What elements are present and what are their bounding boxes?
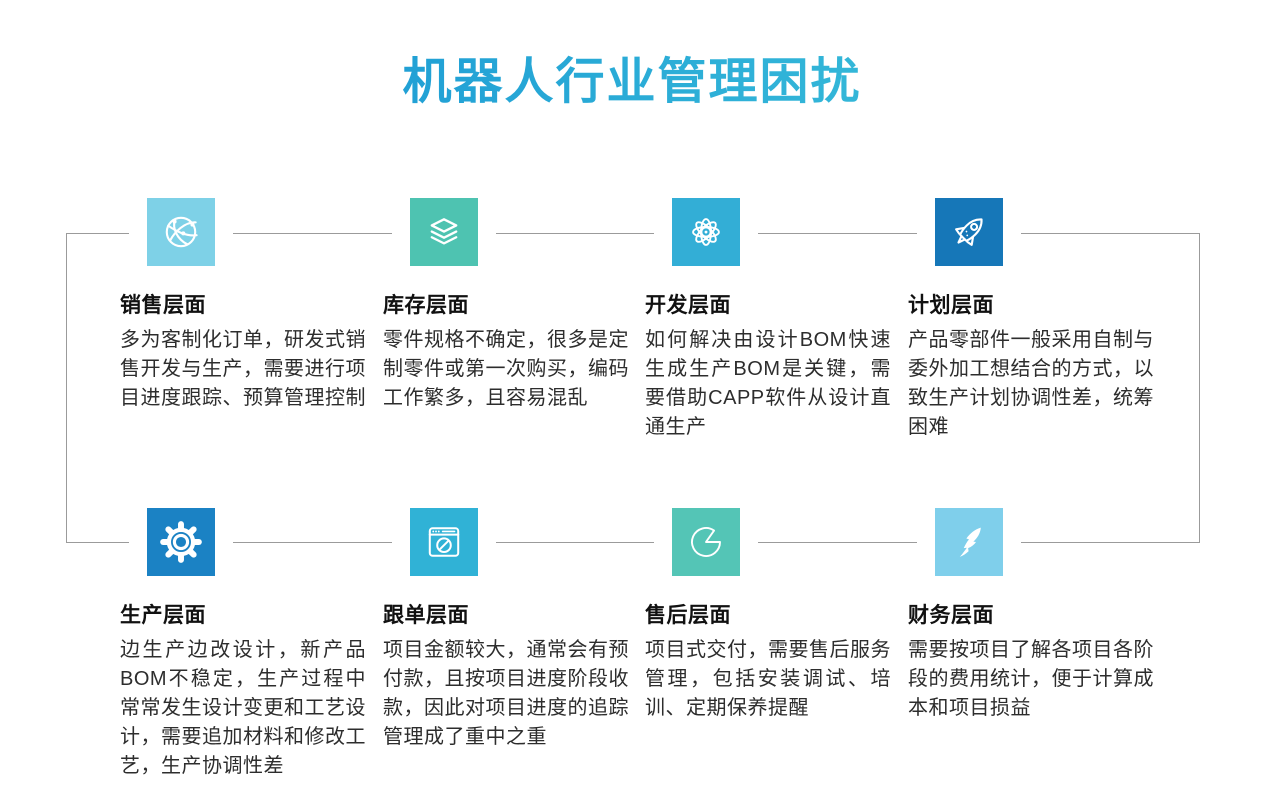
section-body: 项目式交付，需要售后服务管理，包括安装调试、培训、定期保养提醒 [645, 639, 891, 719]
after-sales-text: 售后层面 项目式交付，需要售后服务管理，包括安装调试、培训、定期保养提醒 [645, 599, 891, 723]
inventory-text: 库存层面 零件规格不确定，很多是定制零件或第一次购买，编码工作繁多，且容易混乱 [383, 289, 629, 413]
section-title: 计划层面 [908, 294, 994, 317]
section-body: 产品零部件一般采用自制与委外加工想结合的方式，以致生产计划协调性差，统筹困难 [908, 329, 1154, 438]
inventory-icon-wrap [392, 196, 496, 268]
page-title: 机器人行业管理困扰 [0, 42, 1264, 113]
sales-icon-wrap [129, 196, 233, 268]
section-title: 财务层面 [908, 604, 994, 627]
finance-text: 财务层面 需要按项目了解各项目各阶段的费用统计，便于计算成本和项目损益 [908, 599, 1154, 723]
section-title: 开发层面 [645, 294, 731, 317]
section-body: 零件规格不确定，很多是定制零件或第一次购买，编码工作繁多，且容易混乱 [383, 329, 629, 409]
layers-icon [410, 198, 478, 266]
pie-chart-icon [672, 508, 740, 576]
browser-compass-icon [410, 508, 478, 576]
order-tracking-text: 跟单层面 项目金额较大，通常会有预付款，且按项目进度阶段收款，因此对项目进度的追… [383, 599, 629, 752]
after-sales-icon-wrap [654, 506, 758, 578]
order-tracking-icon-wrap [392, 506, 496, 578]
production-text: 生产层面 边生产边改设计，新产品BOM不稳定，生产过程中常常发生设计变更和工艺设… [120, 599, 366, 781]
production-icon-wrap [129, 506, 233, 578]
section-title: 生产层面 [120, 604, 206, 627]
section-body: 边生产边改设计，新产品BOM不稳定，生产过程中常常发生设计变更和工艺设计，需要追… [120, 639, 366, 777]
connector-frame [66, 233, 1200, 543]
section-body: 需要按项目了解各项目各阶段的费用统计，便于计算成本和项目损益 [908, 639, 1154, 719]
section-title: 销售层面 [120, 294, 206, 317]
section-body: 项目金额较大，通常会有预付款，且按项目进度阶段收款，因此对项目进度的追踪管理成了… [383, 639, 629, 748]
feather-icon [935, 508, 1003, 576]
finance-icon-wrap [917, 506, 1021, 578]
development-text: 开发层面 如何解决由设计BOM快速生成生产BOM是关键，需要借助CAPP软件从设… [645, 289, 891, 442]
globe-network-icon [147, 198, 215, 266]
development-icon-wrap [654, 196, 758, 268]
section-body: 多为客制化订单，研发式销售开发与生产，需要进行项目进度跟踪、预算管理控制 [120, 329, 366, 409]
planning-text: 计划层面 产品零部件一般采用自制与委外加工想结合的方式，以致生产计划协调性差，统… [908, 289, 1154, 442]
section-title: 库存层面 [383, 294, 469, 317]
section-title: 售后层面 [645, 604, 731, 627]
atom-icon [672, 198, 740, 266]
section-body: 如何解决由设计BOM快速生成生产BOM是关键，需要借助CAPP软件从设计直通生产 [645, 329, 891, 438]
sales-text: 销售层面 多为客制化订单，研发式销售开发与生产，需要进行项目进度跟踪、预算管理控… [120, 289, 366, 413]
rocket-icon [935, 198, 1003, 266]
planning-icon-wrap [917, 196, 1021, 268]
section-title: 跟单层面 [383, 604, 469, 627]
gear-icon [147, 508, 215, 576]
